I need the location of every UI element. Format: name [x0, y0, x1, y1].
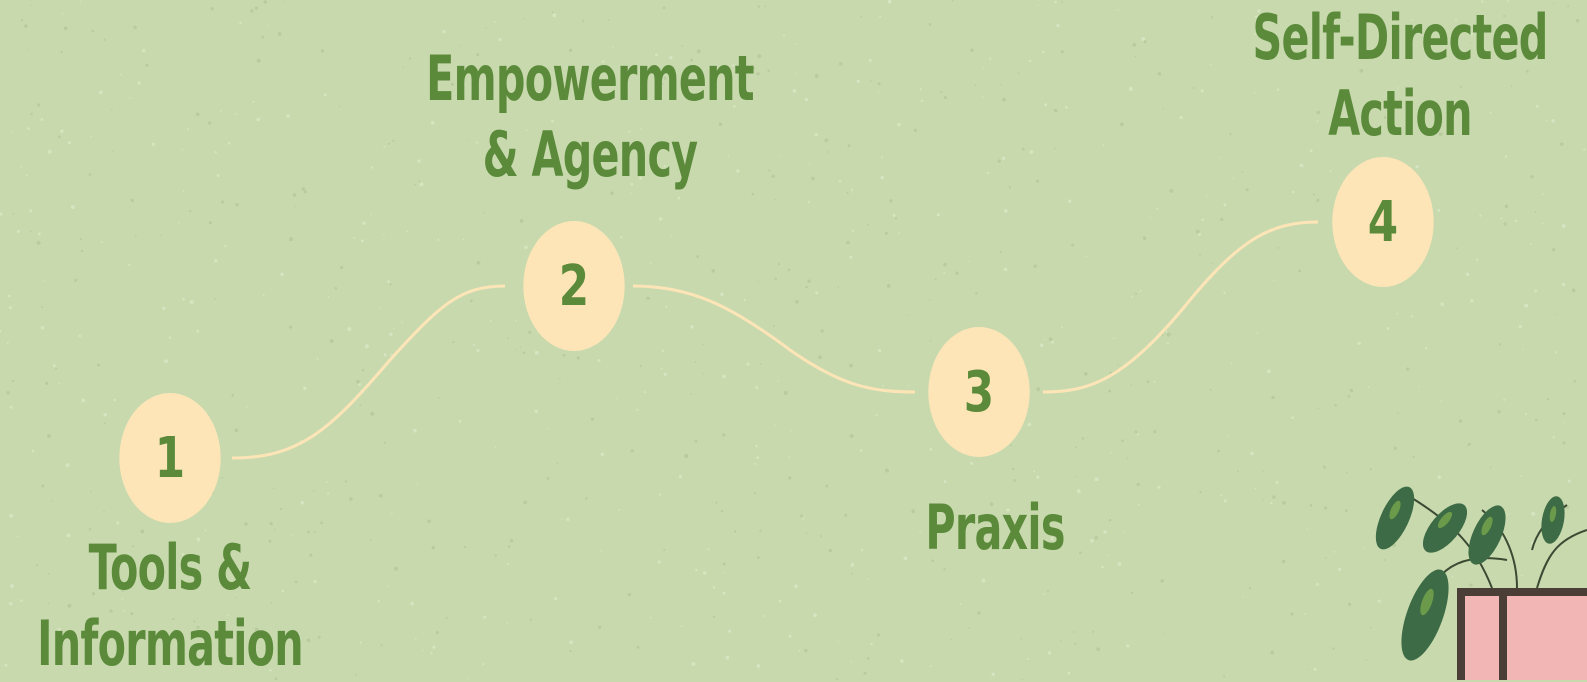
step-1-label: Tools & Information: [37, 531, 303, 680]
step-2-label: Empowerment & Agency: [426, 42, 754, 191]
step-3-number: 3: [963, 359, 995, 425]
step-3-circle: 3: [928, 327, 1030, 457]
step-1-number: 1: [154, 425, 186, 491]
step-2-circle: 2: [523, 221, 625, 351]
step-1-circle: 1: [119, 393, 221, 523]
potted-plant-illustration: [1375, 486, 1587, 680]
step-4-circle: 4: [1332, 157, 1434, 287]
step-4-label: Self-Directed Action: [1252, 1, 1548, 150]
step-4-number: 4: [1367, 189, 1399, 255]
step-3-label: Praxis: [925, 491, 1065, 564]
step-2-number: 2: [558, 253, 590, 319]
